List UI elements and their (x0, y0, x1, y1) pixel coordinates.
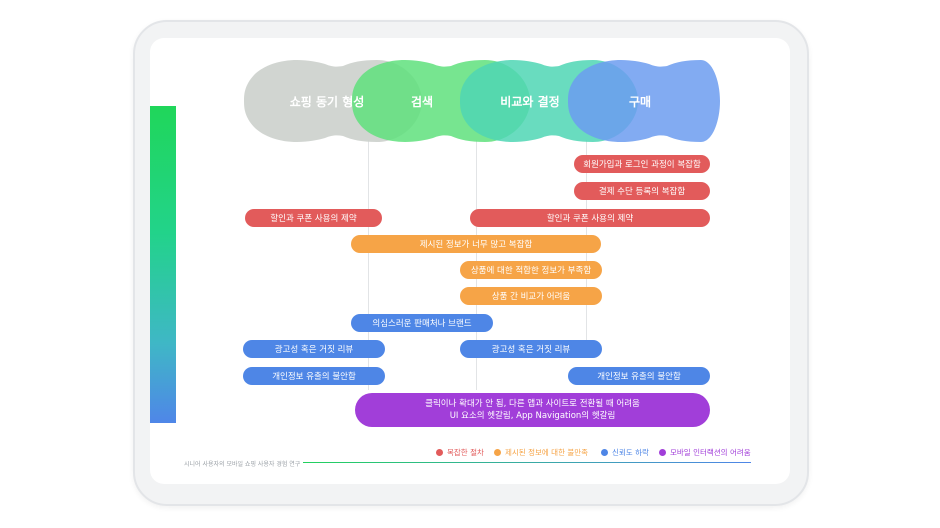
stage-blob-purchase (568, 60, 720, 142)
stage-label-search: 검색 (410, 94, 434, 109)
stage-label-compare: 비교와 결정 (500, 94, 560, 109)
pain-point-suspicious-seller: 의심스러운 판매처나 브랜드 (351, 314, 493, 332)
legend-label: 제시된 정보에 대한 불만족 (505, 448, 589, 457)
legend-label: 복잡한 절차 (447, 448, 484, 457)
pain-point-payment: 결제 수단 등록의 복잡함 (574, 182, 710, 200)
legend-dot (436, 449, 443, 456)
pain-point-privacy-motivation: 개인정보 유출의 불안함 (243, 367, 385, 385)
legend-item-procedure: 복잡한 절차 (436, 447, 484, 458)
pain-point-coupon-motivation: 할인과 쿠폰 사용의 제약 (245, 209, 382, 227)
tablet-screen: 쇼핑 동기 형성 검색 비교와 결정 구매 회원가입과 로그인 과정이 복잡함 … (150, 38, 790, 484)
footer-divider (303, 462, 751, 463)
pain-point-privacy-purchase: 개인정보 유출의 불안함 (568, 367, 710, 385)
footer-caption: 시니어 사용자의 모바일 쇼핑 사용자 경험 연구 (184, 461, 301, 468)
divider-line (368, 140, 369, 390)
accent-bar (150, 106, 176, 423)
legend-label: 신뢰도 하락 (612, 448, 649, 457)
legend-item-info: 제시된 정보에 대한 불만족 (494, 447, 588, 458)
pain-point-fake-review-motivation: 광고성 혹은 거짓 리뷰 (243, 340, 385, 358)
legend-dot (659, 449, 666, 456)
legend-item-trust: 신뢰도 하락 (601, 447, 649, 458)
pain-point-signup: 회원가입과 로그인 과정이 복잡함 (574, 155, 710, 173)
legend-label: 모바일 인터랙션의 어려움 (670, 448, 751, 457)
pain-point-info-complex: 제시된 정보가 너무 많고 복잡함 (351, 235, 601, 253)
journey-stages-graphic (244, 60, 720, 142)
stage-label-purchase: 구매 (628, 94, 652, 109)
pain-point-fake-review-compare: 광고성 혹은 거짓 리뷰 (460, 340, 602, 358)
legend-dot (601, 449, 608, 456)
pain-point-mobile-interaction: 클릭이나 확대가 안 됨, 다른 앱과 사이트로 전환될 때 어려움 UI 요소… (355, 393, 710, 427)
pain-point-info-lack: 상품에 대한 적합한 정보가 부족함 (460, 261, 602, 279)
mobile-interaction-line-1: 클릭이나 확대가 안 됨, 다른 앱과 사이트로 전환될 때 어려움 (425, 399, 640, 409)
stage-label-motivation: 쇼핑 동기 형성 (289, 94, 365, 109)
mobile-interaction-line-2: UI 요소의 헷갈림, App Navigation의 헷갈림 (449, 411, 616, 421)
legend-dot (494, 449, 501, 456)
pain-point-coupon-compare: 할인과 쿠폰 사용의 제약 (470, 209, 710, 227)
pain-point-compare: 상품 간 비교가 어려움 (460, 287, 602, 305)
legend-item-mobile: 모바일 인터랙션의 어려움 (659, 447, 751, 458)
